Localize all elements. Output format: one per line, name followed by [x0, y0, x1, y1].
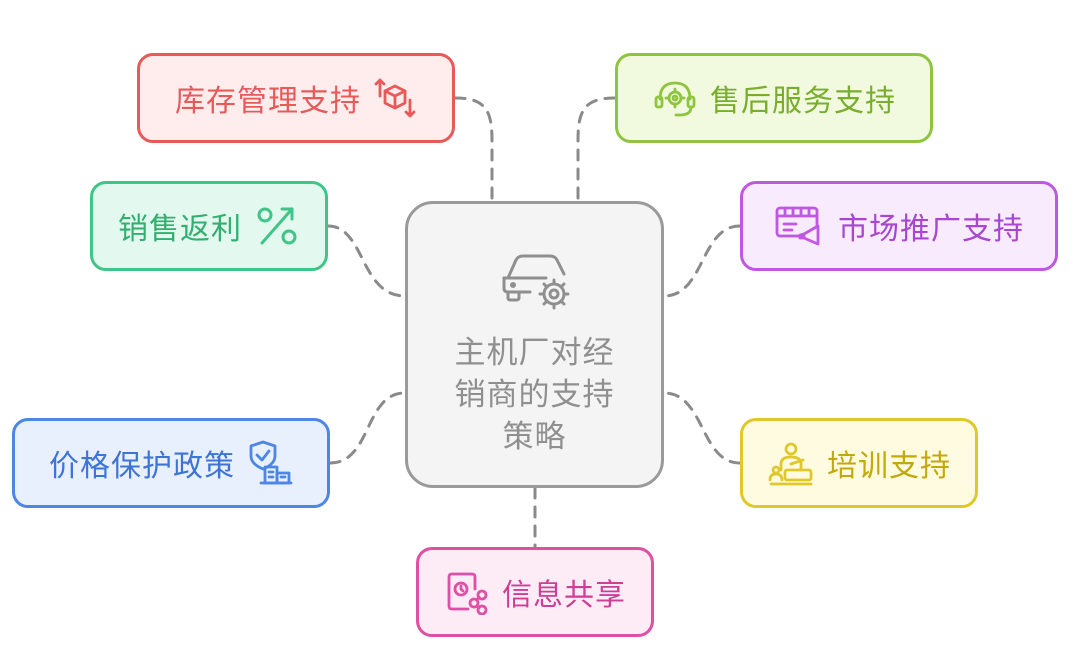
node-info-sharing[interactable]: 信息共享 — [416, 547, 654, 637]
node-aftersales-label: 售后服务支持 — [710, 84, 896, 119]
connector-inventory — [453, 96, 494, 203]
node-price-label: 价格保护政策 — [49, 449, 235, 484]
central-topic-line-2: 销商的支持 — [454, 377, 615, 413]
connector-price — [328, 391, 407, 465]
connector-training — [662, 391, 742, 465]
connector-aftersales — [576, 96, 617, 203]
document-share-icon — [447, 572, 488, 615]
billboard-megaphone-icon — [775, 206, 820, 246]
node-rebate-label: 销售返利 — [118, 212, 242, 247]
node-info-label: 信息共享 — [502, 578, 626, 613]
central-topic: 主机厂对经 销商的支持 策略 — [405, 201, 664, 488]
central-topic-line-1: 主机厂对经 — [454, 335, 615, 371]
presenter-icon — [768, 442, 813, 486]
percent-icon — [257, 207, 297, 245]
node-inventory-label: 库存管理支持 — [175, 84, 361, 119]
node-marketing-support[interactable]: 市场推广支持 — [740, 181, 1058, 271]
node-sales-rebate[interactable]: 销售返利 — [90, 181, 328, 271]
connector-rebate — [326, 224, 407, 298]
central-topic-line-3: 策略 — [502, 419, 567, 455]
node-inventory-support[interactable]: 库存管理支持 — [137, 53, 455, 143]
car-gear-icon — [502, 254, 570, 310]
inventory-box-icon — [374, 78, 416, 118]
shield-buildings-icon — [249, 440, 293, 485]
node-marketing-label: 市场推广支持 — [838, 212, 1024, 247]
central-topic-label: 主机厂对经 销商的支持 策略 — [408, 332, 661, 458]
support-headset-icon — [654, 81, 696, 117]
node-price-protection[interactable]: 价格保护政策 — [12, 418, 330, 508]
node-training-support[interactable]: 培训支持 — [740, 418, 978, 508]
connector-marketing — [662, 224, 742, 298]
node-training-label: 培训支持 — [827, 449, 951, 484]
node-aftersales-support[interactable]: 售后服务支持 — [615, 53, 933, 143]
